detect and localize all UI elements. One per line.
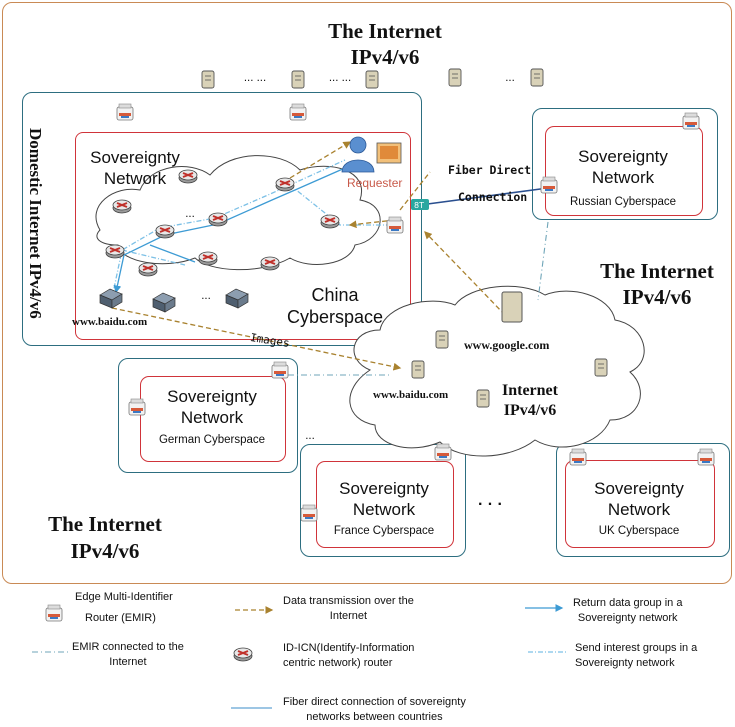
internet-title-right: The Internet bbox=[600, 259, 714, 283]
dots-1: ... ... bbox=[243, 72, 267, 84]
internet-cloud-title2: IPv4/v6 bbox=[503, 402, 557, 419]
germany-line2: Network bbox=[180, 408, 244, 427]
domestic-internet-label: Domestic Internet IPv4/v6 bbox=[26, 128, 45, 319]
france-sovereignty-network bbox=[316, 461, 454, 548]
legend-fiber: Fiber direct connection of sovereignty n… bbox=[283, 695, 466, 725]
legend-send-line1: Send interest groups in a bbox=[575, 642, 698, 654]
legend-emir-internet-line1: EMIR connected to the bbox=[72, 641, 184, 653]
uk-line2: Network bbox=[607, 500, 671, 519]
china-sovereignty-network bbox=[75, 132, 411, 340]
requester-label: Requester bbox=[347, 176, 403, 190]
china-baidu-label: www.baidu.com bbox=[72, 316, 148, 328]
legend-fiber-line2: networks between countries bbox=[306, 711, 443, 723]
uk-sovereignty-network bbox=[565, 460, 715, 548]
russia-sub: Russian Cyberspace bbox=[569, 196, 677, 208]
legend-samples bbox=[32, 604, 568, 709]
russia-line1: Sovereignty bbox=[578, 147, 668, 166]
legend-data: Data transmission over the Internet bbox=[283, 594, 414, 624]
germany-dots: ... bbox=[305, 430, 315, 442]
legend-return: Return data group in a Sovereignty netwo… bbox=[573, 596, 682, 626]
legend-return-line1: Return data group in a bbox=[573, 597, 683, 609]
china-sov-line1: Sovereignty bbox=[90, 148, 180, 167]
legend-icn-line2: centric network) router bbox=[283, 657, 393, 669]
legend-emir: Edge Multi-Identifier Router (EMIR) bbox=[75, 590, 173, 626]
france-line2: Network bbox=[352, 500, 416, 519]
fiber-label-line1: Fiber Direct bbox=[448, 163, 532, 177]
legend-data-line2: Internet bbox=[329, 610, 368, 622]
legend-emir-line2: Router (EMIR) bbox=[85, 612, 156, 624]
germany-sovereignty-network bbox=[140, 376, 286, 462]
emir-internet-paths bbox=[288, 221, 549, 376]
internet-cloud-title1: Internet bbox=[502, 382, 558, 399]
france-line1: Sovereignty bbox=[339, 479, 429, 498]
svg-text:8T: 8T bbox=[414, 201, 424, 210]
legend-send: Send interest groups in a Sovereignty ne… bbox=[575, 641, 697, 671]
internet-frame bbox=[2, 2, 732, 584]
legend-icn-line1: ID-ICN(Identify-Information bbox=[283, 642, 415, 654]
germany-box bbox=[118, 358, 298, 473]
fiber-line bbox=[419, 187, 549, 206]
russia-line2: Network bbox=[591, 168, 655, 187]
internet-cloud bbox=[349, 285, 645, 457]
internet-title-top: The Internet bbox=[328, 19, 442, 43]
storage-devices bbox=[99, 288, 249, 313]
google-label: www.google.com bbox=[464, 338, 550, 352]
legend-emir-internet: EMIR connected to the Internet bbox=[72, 640, 184, 670]
ipv-title-bottom: IPv4/v6 bbox=[70, 539, 140, 563]
legend-icn: ID-ICN(Identify-Information centric netw… bbox=[283, 641, 414, 671]
legend-return-line2: Sovereignty network bbox=[577, 612, 678, 624]
ipv-title-top: IPv4/v6 bbox=[350, 45, 420, 69]
legend-send-line2: Sovereignty network bbox=[575, 657, 675, 669]
dots-2: ... ... bbox=[328, 72, 352, 84]
china-dots-a: ... bbox=[185, 208, 195, 220]
servers bbox=[201, 68, 608, 408]
internet-title-bottom: The Internet bbox=[48, 512, 162, 536]
russia-box bbox=[532, 108, 718, 220]
domestic-internet-box bbox=[22, 92, 422, 346]
legend-emir-line1: Edge Multi-Identifier bbox=[75, 591, 173, 603]
france-sub: France Cyberspace bbox=[333, 525, 435, 537]
germany-sub: German Cyberspace bbox=[158, 434, 266, 446]
china-cyber-line1: China bbox=[311, 285, 359, 305]
china-dots-b: ... bbox=[201, 290, 211, 302]
uk-line1: Sovereignty bbox=[594, 479, 684, 498]
requester-icon bbox=[341, 136, 402, 173]
baidu-label: www.baidu.com bbox=[373, 389, 449, 401]
ellipsis: · · · bbox=[478, 496, 503, 513]
legend-emir-internet-line2: Internet bbox=[109, 656, 147, 668]
legend-fiber-line1: Fiber direct connection of sovereignty bbox=[283, 696, 466, 708]
fiber-label-line2: Connection bbox=[458, 190, 528, 204]
dots-3: ... bbox=[505, 72, 515, 84]
germany-line1: Sovereignty bbox=[167, 387, 257, 406]
france-box bbox=[300, 444, 466, 557]
china-cyber-line2: Cyberspace bbox=[286, 307, 384, 327]
uk-box bbox=[556, 443, 730, 557]
ipv-title-right: IPv4/v6 bbox=[622, 285, 692, 309]
uk-sub: UK Cyberspace bbox=[598, 525, 680, 537]
russia-sovereignty-network bbox=[545, 126, 703, 216]
data-transmission-paths bbox=[111, 141, 506, 371]
legend-data-line1: Data transmission over the bbox=[283, 595, 414, 607]
china-sov-line2: Network bbox=[103, 169, 167, 188]
